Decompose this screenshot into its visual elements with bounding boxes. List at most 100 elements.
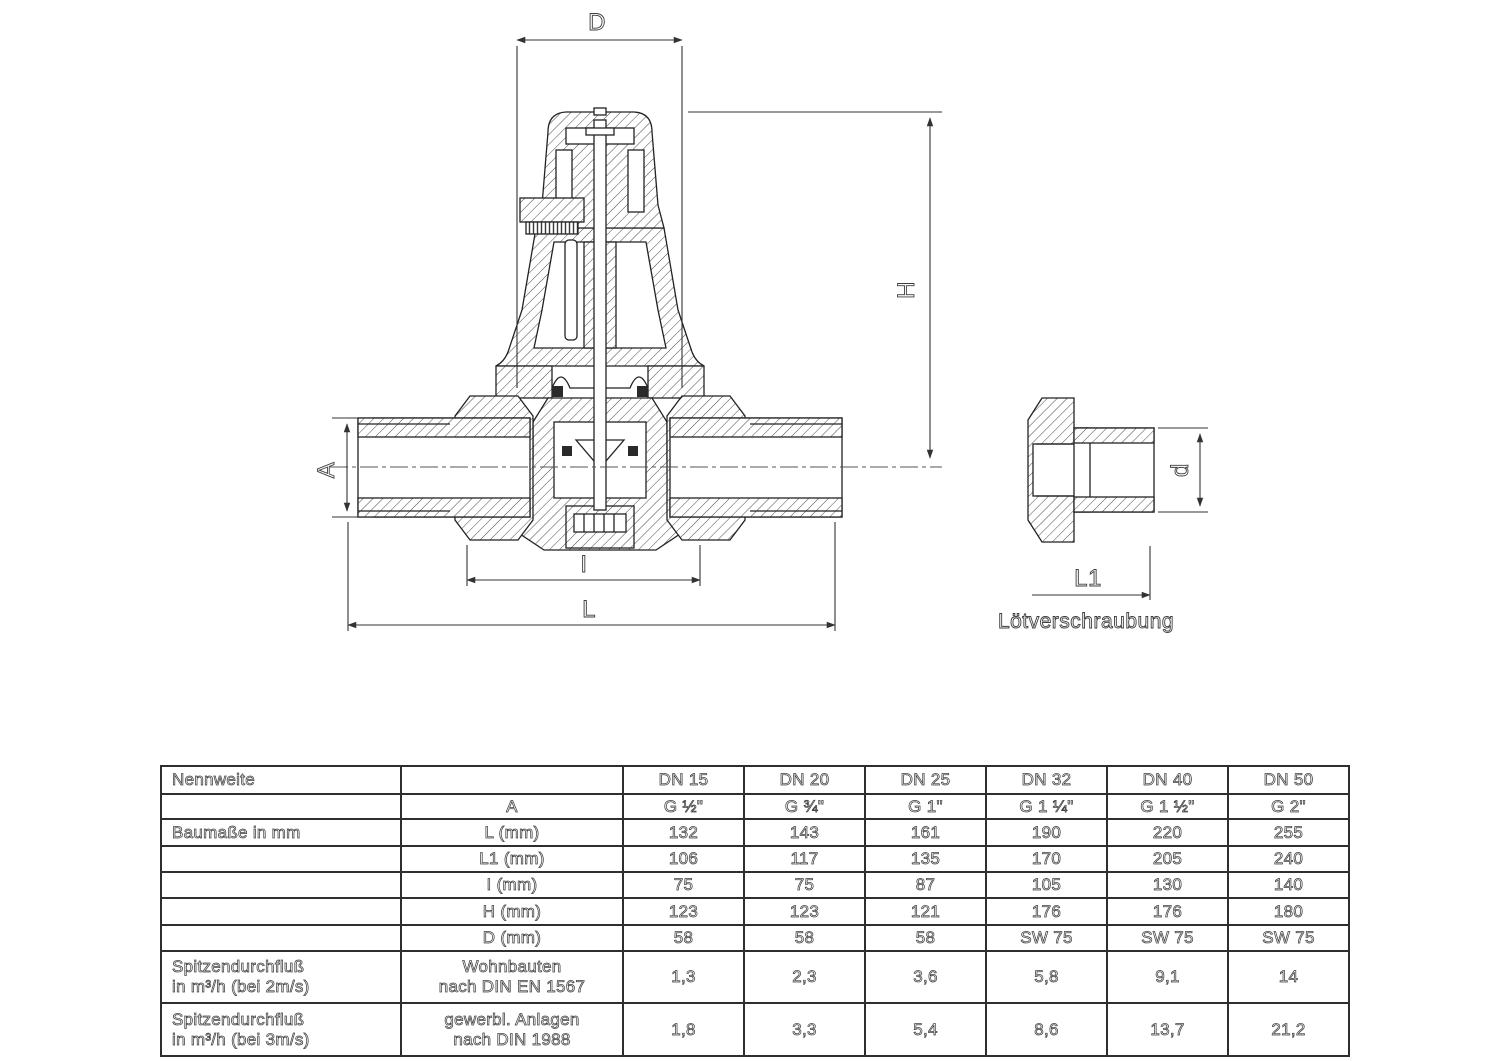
solder-union-view	[1027, 397, 1155, 543]
table-cell	[160, 924, 402, 952]
table-cell: 75	[743, 871, 866, 899]
table-cell: 5,8	[985, 950, 1108, 1004]
table-cell: 106	[622, 845, 745, 873]
header-dn20: DN 20	[743, 765, 866, 795]
dimension-labels: D H A I L d L1 Lötverschraubung	[313, 9, 1195, 634]
table-row-L: Baumaße in mm L (mm) 132 143 161 190 220…	[160, 818, 1350, 847]
table-cell: 117	[743, 845, 866, 873]
dim-label-d: d	[1167, 463, 1194, 477]
dim-label-L1: L1	[1074, 565, 1102, 592]
technical-drawing: D H A I L d L1 Lötverschraubung	[313, 9, 1208, 634]
cap-slot-right	[627, 149, 645, 213]
diaphragm-seal-right	[637, 386, 648, 397]
table-cell: G 1 ½"	[1106, 793, 1229, 820]
label-baumasse: Baumaße in mm	[160, 818, 402, 847]
table-cell: 9,1	[1106, 950, 1229, 1004]
table-row-H: H (mm) 123 123 121 176 176 180	[160, 897, 1350, 926]
table-cell: 123	[743, 897, 866, 926]
table-cell: 170	[985, 845, 1108, 873]
label-spitzendurchfluss-3ms: Spitzendurchfluß in m³/h (bei 3m/s)	[160, 1002, 402, 1057]
solder-end	[1073, 427, 1155, 513]
dim-label-L: L	[582, 596, 596, 623]
table-cell: 3,6	[864, 950, 987, 1004]
table-cell: 58	[743, 924, 866, 952]
table-cell: 176	[1106, 897, 1229, 926]
table-cell: 87	[864, 871, 987, 899]
table-cell: 176	[985, 897, 1108, 926]
row-label-D: D (mm)	[400, 924, 624, 952]
valve-section-view	[357, 107, 843, 551]
header-nennweite: Nennweite	[160, 765, 402, 795]
table-row-I: I (mm) 75 75 87 105 130 140	[160, 871, 1350, 899]
dimension-lines	[330, 36, 1208, 631]
label-spitzendurchfluss-2ms: Spitzendurchfluß in m³/h (bei 2m/s)	[160, 950, 402, 1004]
stem-screw-head	[585, 127, 615, 136]
dim-label-H: H	[893, 281, 920, 299]
row-label-A: A	[400, 793, 624, 820]
table-cell: G ¾"	[743, 793, 866, 820]
table-cell: 180	[1227, 897, 1350, 926]
table-cell: SW 75	[1106, 924, 1229, 952]
table-row-flow-2ms: Spitzendurchfluß in m³/h (bei 2m/s) Wohn…	[160, 950, 1350, 1004]
drawing-caption: Lötverschraubung	[998, 610, 1174, 633]
table-row-L1: L1 (mm) 106 117 135 170 205 240	[160, 845, 1350, 873]
table-cell: 190	[985, 818, 1108, 847]
table-cell: 240	[1227, 845, 1350, 873]
table-row-thread: A G ½" G ¾" G 1" G 1 ¼" G 1 ½" G 2"	[160, 793, 1350, 820]
label-wohnbauten: Wohnbauten nach DIN EN 1567	[400, 950, 624, 1004]
table-cell: SW 75	[985, 924, 1108, 952]
cap-knurling	[525, 221, 579, 235]
table-cell: 132	[622, 818, 745, 847]
table-cell	[160, 845, 402, 873]
table-cell: 58	[622, 924, 745, 952]
diaphragm-seal-left	[552, 386, 563, 397]
label-gewerbl-anlagen: gewerbl. Anlagen nach DIN 1988	[400, 1002, 624, 1057]
table-cell: 3,3	[743, 1002, 866, 1057]
table-cell: 13,7	[1106, 1002, 1229, 1057]
adjuster-rod	[564, 239, 578, 341]
table-cell: G 1 ¼"	[985, 793, 1108, 820]
union-bore	[1032, 443, 1079, 497]
row-label-I: I (mm)	[400, 871, 624, 899]
header-dn50: DN 50	[1227, 765, 1350, 795]
table-cell	[160, 871, 402, 899]
table-cell: 21,2	[1227, 1002, 1350, 1057]
table-cell: 255	[1227, 818, 1350, 847]
table-row-flow-3ms: Spitzendurchfluß in m³/h (bei 3m/s) gewe…	[160, 1002, 1350, 1057]
row-label-H: H (mm)	[400, 897, 624, 926]
cap-top-notch	[593, 107, 607, 116]
seat-seal-left	[562, 446, 572, 456]
dim-label-D: D	[588, 9, 606, 36]
header-dn25: DN 25	[864, 765, 987, 795]
table-cell: 1,3	[622, 950, 745, 1004]
row-label-L1: L1 (mm)	[400, 845, 624, 873]
dimension-table: Nennweite DN 15 DN 20 DN 25 DN 32 DN 40 …	[160, 765, 1350, 1057]
table-cell: 161	[864, 818, 987, 847]
table-cell: 220	[1106, 818, 1229, 847]
table-cell: 75	[622, 871, 745, 899]
pipe-left	[357, 417, 531, 518]
strainer	[573, 513, 627, 533]
table-cell: G 1"	[864, 793, 987, 820]
cap-side-tab	[519, 197, 585, 223]
table-row-nennweite: Nennweite DN 15 DN 20 DN 25 DN 32 DN 40 …	[160, 765, 1350, 795]
table-cell: G ½"	[622, 793, 745, 820]
table-cell: SW 75	[1227, 924, 1350, 952]
table-cell: 8,6	[985, 1002, 1108, 1057]
flange-ring-right	[647, 365, 705, 399]
table-cell: 123	[622, 897, 745, 926]
table-cell: 2,3	[743, 950, 866, 1004]
valve-stem	[593, 119, 607, 511]
seat-seal-right	[628, 446, 638, 456]
dim-label-A: A	[313, 462, 340, 479]
table-cell: 5,4	[864, 1002, 987, 1057]
table-cell	[160, 897, 402, 926]
table-cell: 1,8	[622, 1002, 745, 1057]
table-cell: G 2"	[1227, 793, 1350, 820]
header-empty	[400, 765, 624, 795]
table-cell: 14	[1227, 950, 1350, 1004]
table-row-D: D (mm) 58 58 58 SW 75 SW 75 SW 75	[160, 924, 1350, 952]
header-dn40: DN 40	[1106, 765, 1229, 795]
table-cell	[160, 793, 402, 820]
